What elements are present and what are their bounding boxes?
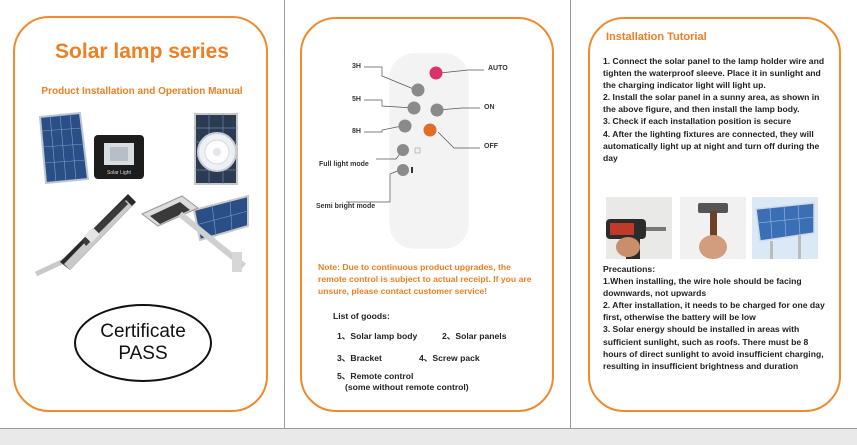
3h-button[interactable]	[411, 83, 425, 97]
flood-light-kit-image: Solar Light	[38, 111, 144, 185]
goods-title: List of goods:	[333, 311, 390, 321]
remote-control-diagram	[346, 53, 484, 249]
led-street-light-image	[141, 194, 249, 272]
goods-item-3: 3、Bracket	[337, 353, 382, 363]
series-title: Solar lamp series	[55, 40, 229, 63]
roof-panel-photo	[752, 197, 818, 259]
tutorial-title: Installation Tutorial	[606, 31, 707, 43]
label-full-light: Full light mode	[319, 161, 369, 168]
full-light-button[interactable]	[397, 144, 409, 156]
certificate-line2: PASS	[118, 343, 168, 364]
label-semi-bright: Semi bright mode	[316, 203, 376, 210]
8h-button[interactable]	[398, 119, 412, 133]
label-3h: 3H	[352, 63, 361, 70]
goods-item-4: 4、Screw pack	[419, 353, 480, 363]
label-5h: 5H	[352, 96, 361, 103]
goods-item-2: 2、Solar panels	[442, 331, 507, 341]
bottom-scroll-area[interactable]	[0, 429, 857, 445]
off-button[interactable]	[423, 123, 437, 137]
divider-1	[284, 0, 285, 428]
auto-button[interactable]	[429, 66, 443, 80]
manual-subtitle: Product Installation and Operation Manua…	[41, 86, 243, 97]
street-lamp-image	[34, 194, 136, 277]
hammer-photo	[680, 197, 746, 259]
installation-steps: 1. Connect the solar panel to the lamp h…	[603, 56, 825, 163]
ufo-light-kit-image	[194, 113, 238, 185]
label-8h: 8H	[352, 128, 361, 135]
label-on: ON	[484, 104, 495, 111]
svg-text:Solar Light: Solar Light	[107, 170, 132, 176]
goods-item-5: 5、Remote control	[337, 371, 414, 381]
divider-bottom	[0, 428, 857, 429]
precautions-text: Precautions: 1.When installing, the wire…	[603, 264, 825, 371]
on-button[interactable]	[430, 103, 444, 117]
5h-button[interactable]	[407, 101, 421, 115]
label-off: OFF	[484, 143, 498, 150]
certificate-line1: Certificate	[100, 321, 186, 342]
semi-bright-button[interactable]	[397, 164, 409, 176]
goods-item-5-note: (some without remote control)	[345, 382, 469, 392]
goods-item-1: 1、Solar lamp body	[337, 331, 418, 341]
drill-photo	[606, 197, 672, 259]
divider-2	[570, 0, 571, 428]
upgrade-note: Note: Due to continuous product upgrades…	[318, 262, 532, 296]
label-auto: AUTO	[488, 65, 508, 72]
certificate-pass-stamp: Certificate PASS	[74, 304, 212, 382]
